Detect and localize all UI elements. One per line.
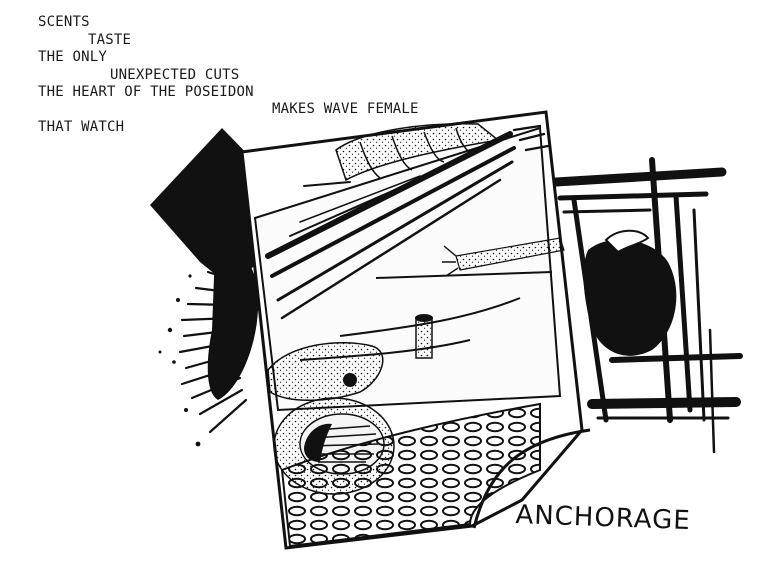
mesh-floor xyxy=(280,402,541,548)
scratch-marks xyxy=(512,124,550,152)
stippled-wave xyxy=(267,341,384,401)
poem-line-scents: SCENTS xyxy=(38,14,90,30)
arch-curve xyxy=(472,428,591,529)
ink-smudge-left xyxy=(207,248,259,400)
poem-line-makes-wave-female: MAKES WAVE FEMALE xyxy=(272,101,419,117)
post-object xyxy=(415,314,433,359)
ink-dots-left xyxy=(158,274,201,447)
inner-panel xyxy=(253,126,562,412)
poem-line-the-only: THE ONLY xyxy=(38,49,108,65)
poem-line-heart-of-poseidon: THE HEART OF THE POSEIDON xyxy=(38,84,254,100)
poem-line-that-watch: THAT WATCH xyxy=(38,119,125,135)
poem-line-unexpected-cuts: UNEXPECTED CUTS xyxy=(110,67,240,83)
dark-blob-right xyxy=(583,239,677,356)
black-diamond-shape xyxy=(150,128,268,288)
diagonal-strokes xyxy=(265,131,516,320)
feather-sketch xyxy=(442,237,565,277)
dark-dot xyxy=(343,373,357,387)
white-bird-shape xyxy=(604,229,650,254)
dark-structure-right xyxy=(551,157,743,454)
ink-splatter-left xyxy=(178,234,248,434)
poem-line-taste: TASTE xyxy=(88,32,132,48)
